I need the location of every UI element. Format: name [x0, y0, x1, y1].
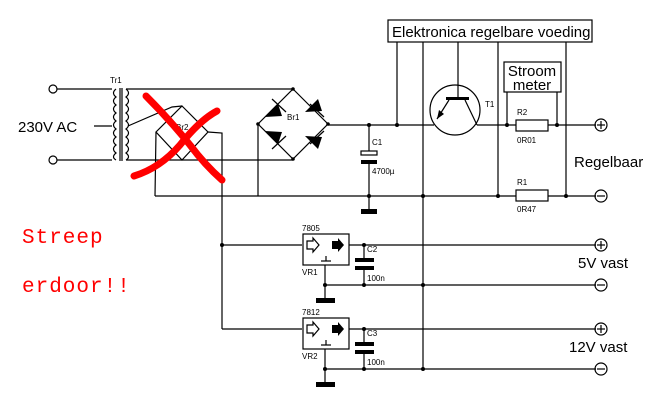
vr2-label: VR2 — [302, 352, 318, 361]
minus-terminal-adjustable — [594, 189, 608, 203]
current-meter: Stroom meter — [503, 61, 562, 125]
transformer-label: Tr1 — [110, 76, 122, 85]
crossed-bridge-label: Br2 — [176, 123, 189, 132]
regulator-vr1: 7805 VR1 C2 100n — [222, 224, 596, 303]
r1-value: 0R47 — [517, 205, 537, 214]
c1-label: C1 — [372, 138, 383, 147]
adjustable-label: Regelbaar — [574, 154, 643, 171]
r2-label: R2 — [517, 108, 528, 117]
annotation-line2: erdoor!! — [22, 276, 131, 299]
control-block-label: Elektronica regelbare voeding — [392, 24, 590, 41]
c2-value: 100n — [367, 274, 385, 283]
vr1-label: VR1 — [302, 268, 318, 277]
vr2-type: 7812 — [302, 308, 320, 317]
c1-value: 4700µ — [372, 167, 395, 176]
r2-value: 0R01 — [517, 136, 537, 145]
minus-terminal-5v — [594, 278, 608, 292]
c3-value: 100n — [367, 358, 385, 367]
control-block: Elektronica regelbare voeding — [387, 19, 593, 369]
plus-terminal-5v — [594, 238, 608, 252]
transformer: Tr1 — [110, 76, 130, 161]
bridge-rectifier: Br1 — [256, 87, 330, 196]
c3-label: C3 — [367, 329, 378, 338]
c2-label: C2 — [367, 245, 378, 254]
t1-label: T1 — [485, 100, 495, 109]
vr1-type: 7805 — [302, 224, 320, 233]
ac-input-label: 230V AC — [18, 119, 77, 136]
meter-label-2: meter — [513, 77, 551, 94]
r1-label: R1 — [517, 178, 528, 187]
bridge-label: Br1 — [287, 113, 300, 122]
resistor-r1: R1 0R47 — [515, 178, 549, 214]
transistor-t1: T1 — [429, 84, 495, 136]
annotation-line1: Streep — [22, 227, 104, 250]
minus-terminal-12v — [594, 362, 608, 376]
plus-terminal-adjustable — [594, 118, 608, 132]
ac-input: 230V AC — [18, 84, 112, 165]
capacitor-c1: C1 4700µ — [360, 125, 395, 214]
resistor-r2: R2 0R01 — [515, 108, 549, 145]
fixed12-label: 12V vast — [569, 339, 628, 356]
meter-label-1: Stroom — [508, 63, 556, 80]
output-terminals: Regelbaar 5V vast 12V vast — [569, 118, 643, 376]
plus-terminal-12v — [594, 322, 608, 336]
red-cross-mark — [130, 92, 226, 184]
junction-dots — [220, 123, 568, 371]
fixed5-label: 5V vast — [578, 255, 629, 272]
regulator-vr2: 7812 VR2 C3 100n — [222, 308, 596, 387]
